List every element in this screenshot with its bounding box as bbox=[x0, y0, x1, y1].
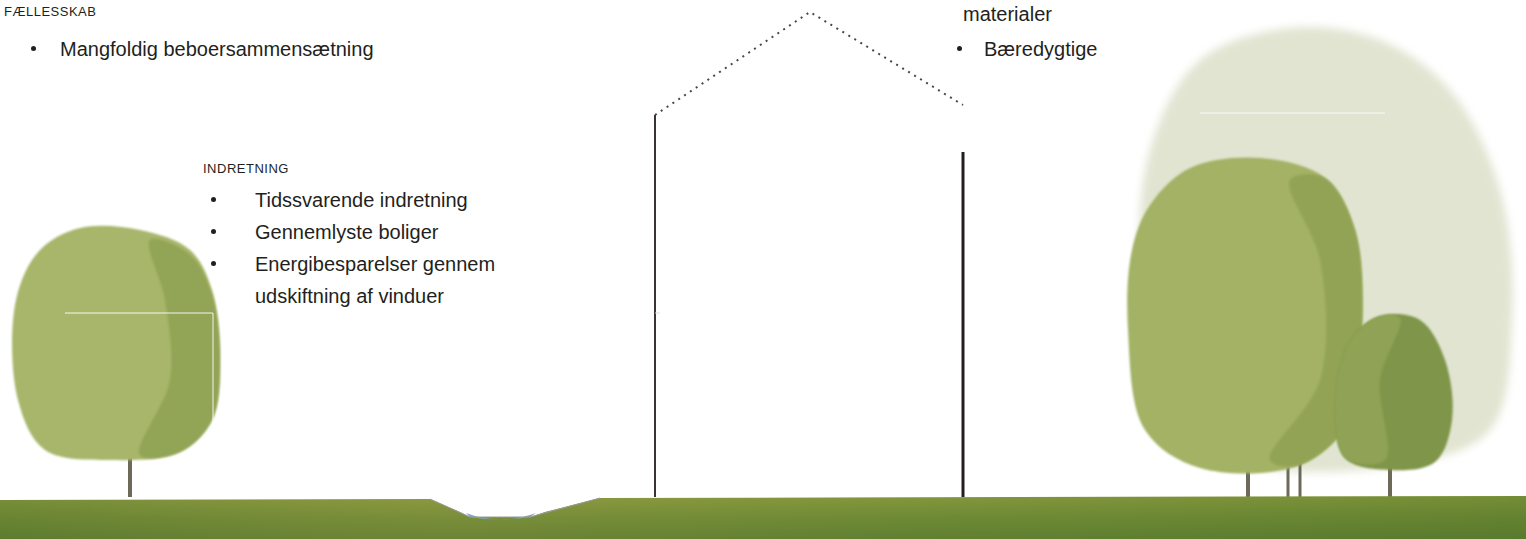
bullet-item-fragment: materialer bbox=[963, 0, 1052, 30]
bullet-item: Bæredygtige bbox=[984, 33, 1097, 65]
bullet-item: Mangfoldig beboersammensætning bbox=[60, 33, 374, 65]
bullet-item: Tidssvarende indretning bbox=[255, 184, 468, 216]
pond bbox=[466, 513, 536, 520]
bullet-dot bbox=[31, 46, 36, 51]
house-wall bbox=[962, 152, 965, 497]
house-roof bbox=[655, 12, 963, 115]
tree-crown bbox=[139, 239, 220, 459]
tree-crown bbox=[1127, 157, 1362, 473]
tree-crown bbox=[12, 226, 220, 460]
bullet-dot bbox=[211, 261, 216, 266]
bullet-item: Energibesparelser gennem udskiftning af … bbox=[255, 248, 523, 312]
leader-lines bbox=[65, 113, 1385, 438]
bullet-dot bbox=[211, 197, 216, 202]
ground bbox=[0, 496, 1526, 539]
house-body bbox=[655, 12, 963, 497]
bullet-item: Gennemlyste boliger bbox=[255, 216, 438, 248]
bullet-dot bbox=[957, 46, 962, 51]
pond-edge bbox=[430, 498, 600, 517]
house-wall bbox=[654, 115, 656, 497]
ground-tint bbox=[0, 496, 1526, 539]
section-heading: FÆLLESSKAB bbox=[4, 3, 96, 21]
tree-crown bbox=[1335, 314, 1453, 470]
tree-crown bbox=[1335, 315, 1401, 465]
section-heading: INDRETNING bbox=[203, 160, 289, 178]
bullet-dot bbox=[211, 229, 216, 234]
